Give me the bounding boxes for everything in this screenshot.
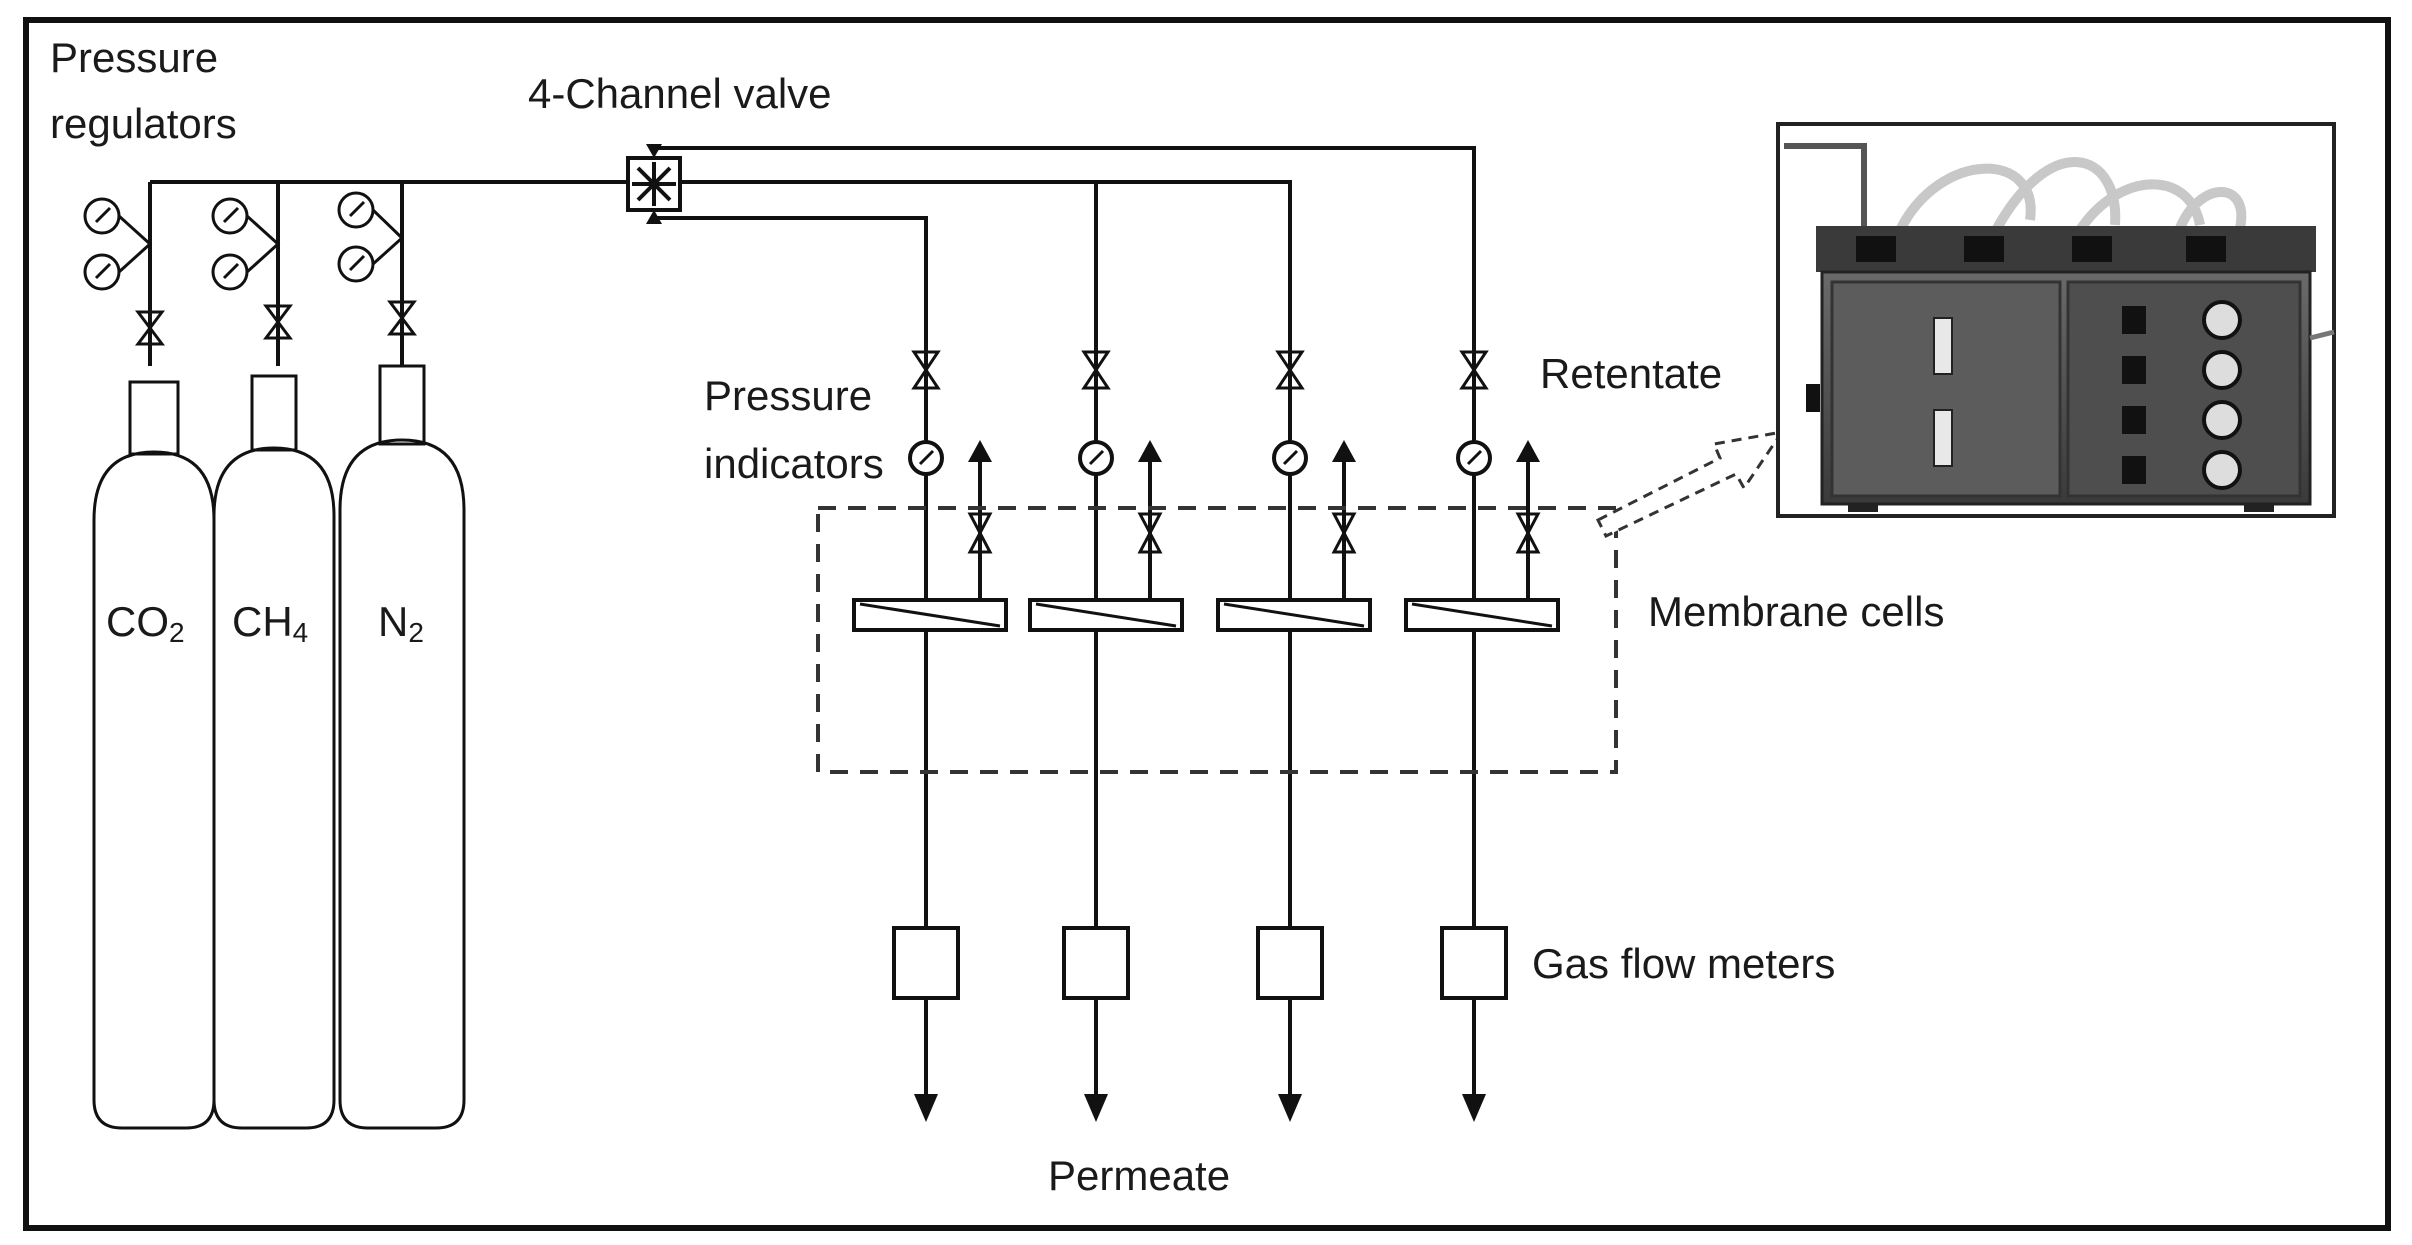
permeate-arrow-icon-4 — [1462, 1094, 1486, 1122]
gas-flow-meter-4 — [1440, 926, 1508, 1000]
distribution-lines — [654, 146, 1476, 350]
membrane-channels — [852, 350, 1560, 1122]
regulator-gauges-ch4 — [211, 197, 281, 291]
ch4-cylinder: CH4 — [212, 374, 336, 1130]
membrane-icon-1 — [859, 602, 1001, 628]
membrane-cell-2 — [1028, 598, 1184, 632]
permeate-label: Permeate — [1048, 1152, 1230, 1199]
co2-cylinder: CO2 — [92, 380, 216, 1130]
regulator-gauges-co2 — [83, 197, 153, 291]
inlet-valve-icon-3 — [1275, 350, 1305, 390]
regulator-gauges-n2 — [337, 191, 405, 283]
retentate-label: Retentate — [1540, 350, 1722, 397]
gas-flow-meter-3 — [1256, 926, 1324, 1000]
outer-frame — [23, 17, 2391, 1231]
membrane-cells-enclosure — [816, 506, 1618, 774]
pressure-indicators-label-line1: Pressure — [704, 372, 872, 419]
dashed-pointer-arrow — [1595, 429, 1786, 538]
retentate-valve-icon-1 — [967, 512, 993, 554]
pressure-regulators-label-line2: regulators — [50, 100, 237, 147]
membrane-channel-3 — [1216, 350, 1372, 1122]
ch4-cylinder-label: CH4 — [232, 598, 308, 648]
permeate-arrow-icon-1 — [914, 1094, 938, 1122]
gas-flow-meters-label: Gas flow meters — [1532, 940, 1835, 987]
gas-flow-meter-2 — [1062, 926, 1130, 1000]
retentate-valve-icon-3 — [1331, 512, 1357, 554]
inlet-valve-icon-4 — [1459, 350, 1489, 390]
retentate-arrow-icon-4 — [1516, 440, 1540, 462]
n2-cylinder: N2 — [338, 364, 466, 1130]
gas-flow-meter-1 — [892, 926, 960, 1000]
retentate-arrow-icon-2 — [1138, 440, 1162, 462]
permeate-arrow-icon-2 — [1084, 1094, 1108, 1122]
four-channel-valve-label: 4-Channel valve — [528, 70, 832, 117]
inlet-valve-icon-2 — [1081, 350, 1111, 390]
membrane-icon-3 — [1223, 602, 1365, 628]
pressure-indicator-needle-4 — [1466, 449, 1483, 466]
retentate-valve-icon-4 — [1515, 512, 1541, 554]
permeate-arrow-icon-3 — [1278, 1094, 1302, 1122]
membrane-channel-2 — [1028, 350, 1184, 1122]
membrane-icon-2 — [1035, 602, 1177, 628]
co2-cylinder-label: CO2 — [106, 598, 185, 648]
pressure-indicator-needle-2 — [1088, 449, 1105, 466]
membrane-cell-4 — [1404, 598, 1560, 632]
pressure-indicators-label-line2: indicators — [704, 440, 884, 487]
retentate-arrow-icon-3 — [1332, 440, 1356, 462]
regulator-assembly — [83, 180, 642, 366]
pressure-indicator-needle-3 — [1282, 449, 1299, 466]
gas-cylinders: CO2 CH4 N2 — [92, 364, 466, 1130]
pressure-regulators-label-line1: Pressure — [50, 34, 218, 81]
inlet-valve-icon-1 — [911, 350, 941, 390]
cylinder-valve-co2 — [135, 310, 165, 346]
membrane-channel-4 — [1404, 350, 1560, 1122]
four-channel-valve-icon — [626, 144, 682, 224]
membrane-icon-4 — [1411, 602, 1553, 628]
retentate-arrow-icon-1 — [968, 440, 992, 462]
pressure-indicator-needle-1 — [918, 449, 935, 466]
retentate-valve-icon-2 — [1137, 512, 1163, 554]
cylinder-valve-n2 — [387, 300, 417, 336]
membrane-cells-label: Membrane cells — [1648, 588, 1944, 635]
cylinder-valve-ch4 — [263, 304, 293, 340]
membrane-channel-1 — [852, 350, 1008, 1122]
n2-cylinder-label: N2 — [378, 598, 424, 648]
membrane-unit-photo — [1776, 122, 2336, 518]
